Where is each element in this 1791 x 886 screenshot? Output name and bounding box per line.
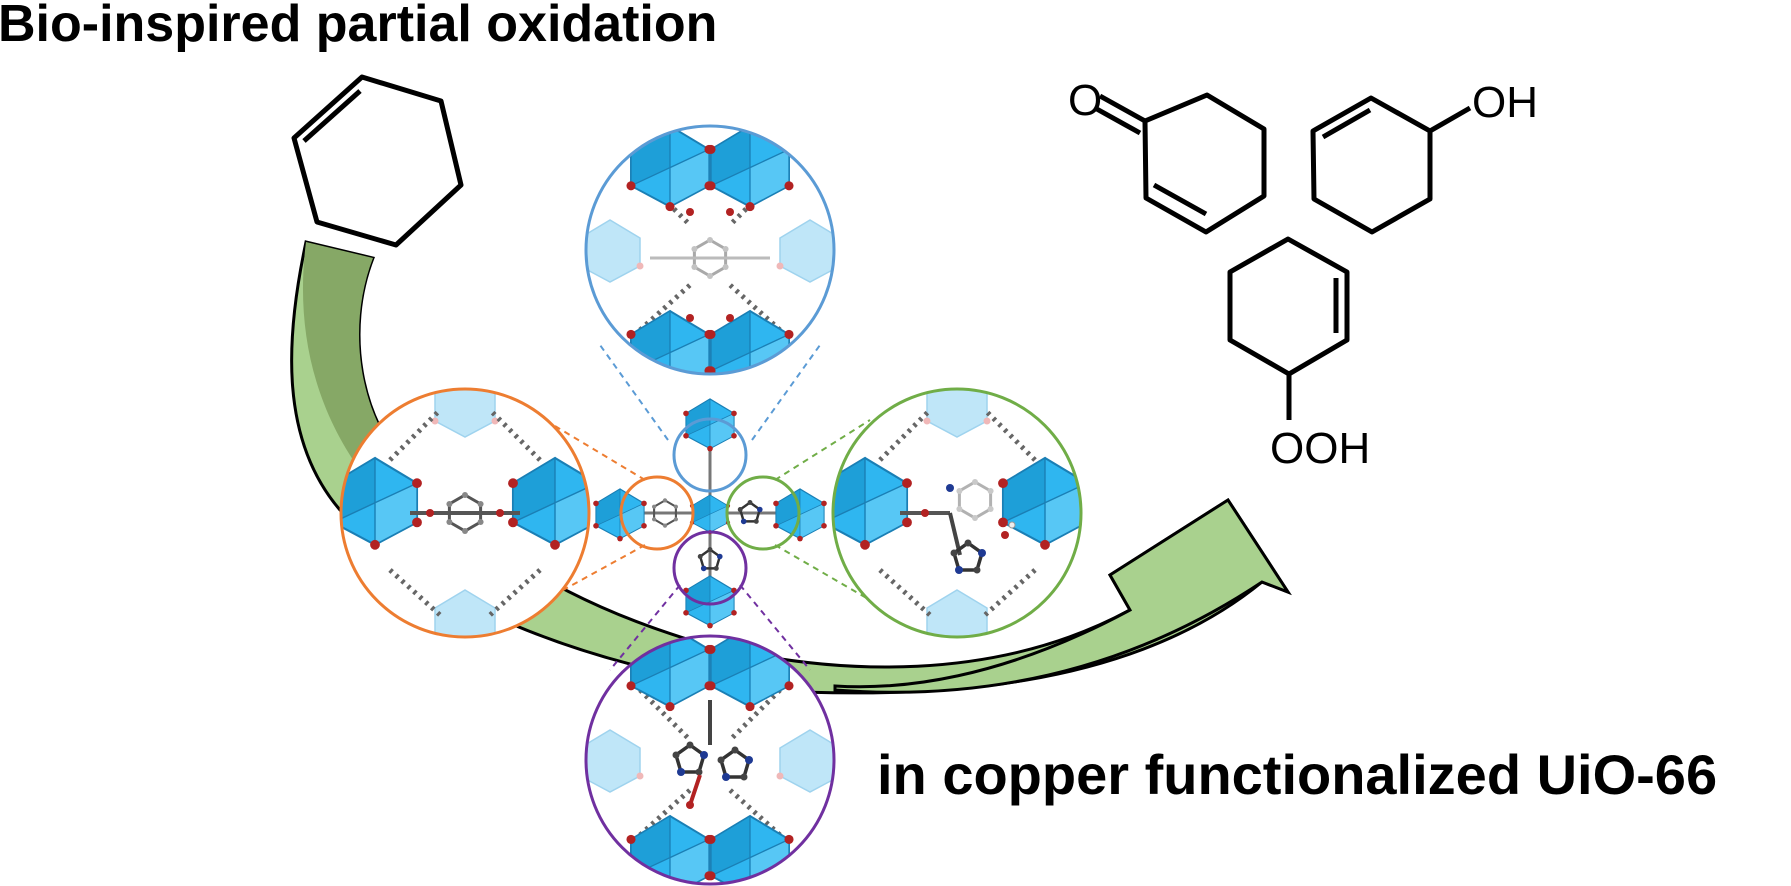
cyclohexene-molecule: [291, 74, 464, 248]
alcohol-oh-label: OH: [1472, 78, 1538, 127]
headline: Bio-inspired partial oxidation: [0, 0, 718, 53]
subline: in copper functionalized UiO-66: [877, 743, 1718, 806]
cyclohexenol-molecule: [1310, 95, 1472, 235]
hydroperoxide-ooh-label: OOH: [1270, 424, 1370, 473]
cyclohexenyl-hydroperoxide-molecule: [1227, 236, 1350, 420]
zoom-blue-bdc: [586, 126, 834, 374]
framework-core: [592, 398, 828, 630]
cyclohexenone-molecule: [1093, 92, 1267, 235]
ketone-oxygen-label: O: [1068, 76, 1102, 125]
zoom-orange-bdc: [341, 389, 589, 637]
zoom-purple-cu-histidine: [586, 636, 834, 884]
zoom-green-histidine: [833, 389, 1081, 637]
